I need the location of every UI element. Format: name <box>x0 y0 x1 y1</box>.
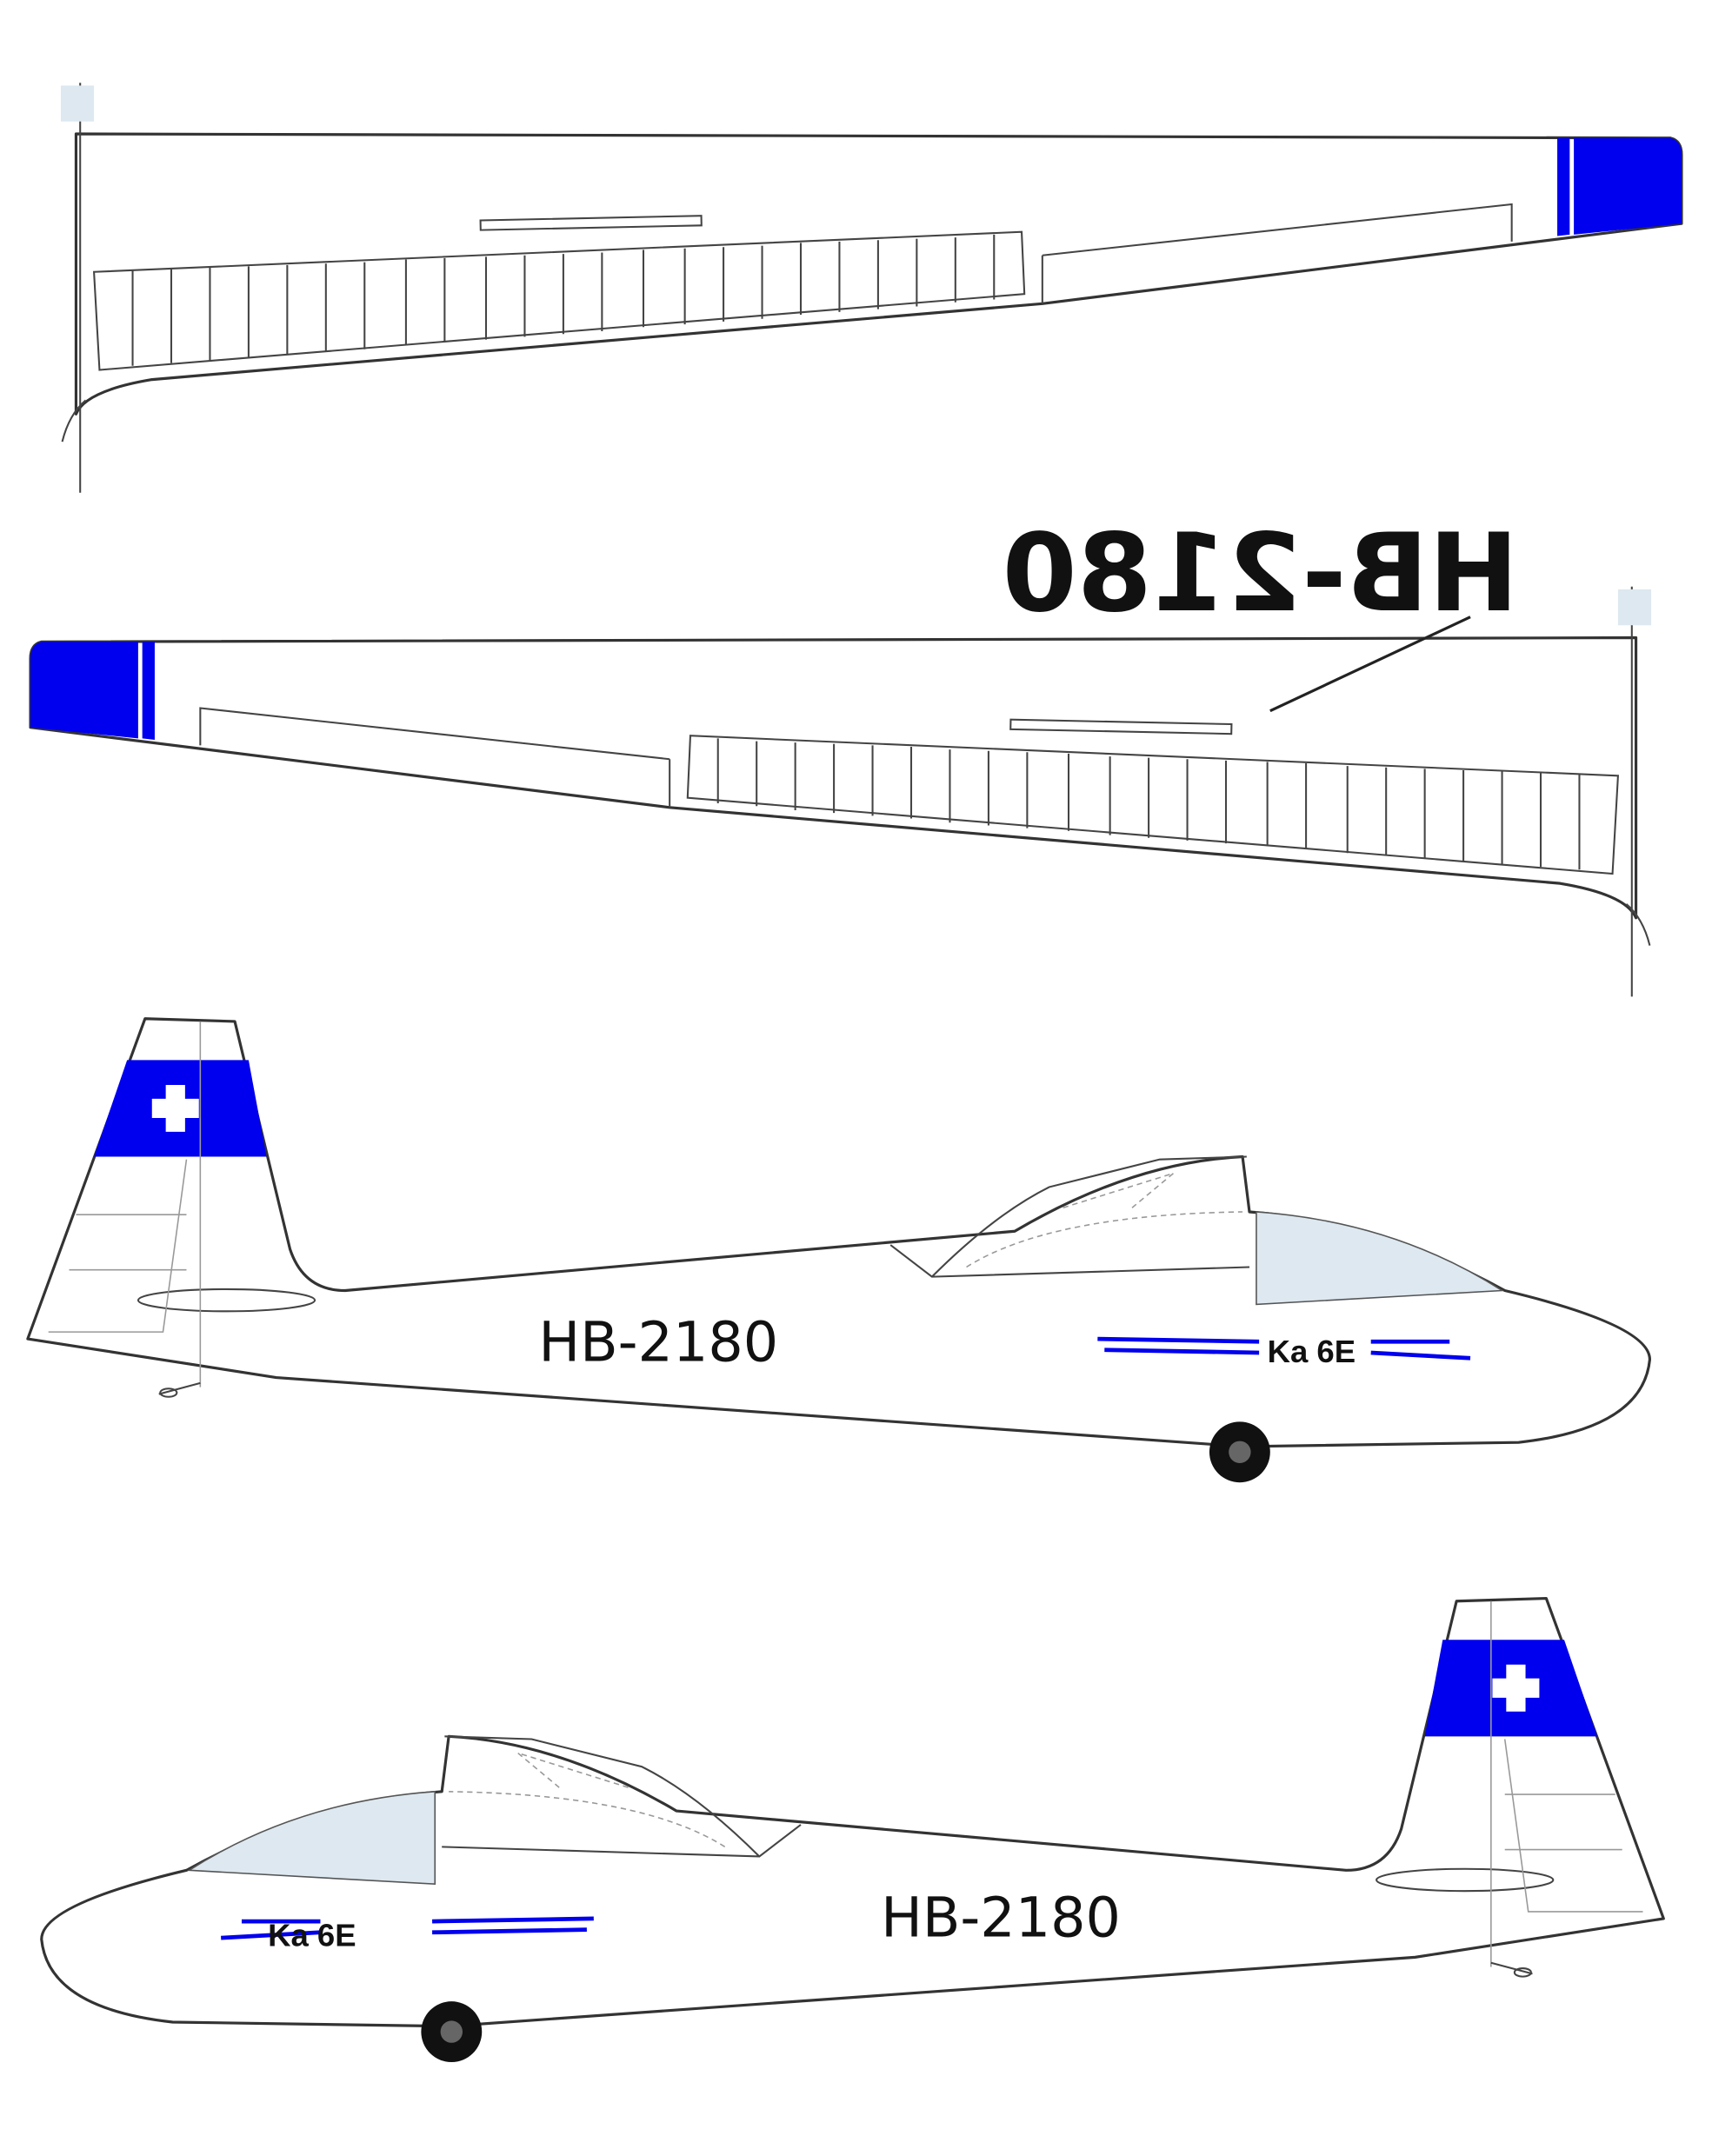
registration-leader-line <box>1269 616 1471 713</box>
glider-side-view-left <box>42 1599 1664 2062</box>
glider-side-view-right <box>28 1019 1650 1482</box>
type-label-left: Ka 6E <box>268 1918 356 1953</box>
type-label-right: Ka 6E <box>1268 1334 1356 1369</box>
fuselage-registration-right: HB-2180 <box>538 1309 778 1374</box>
wing-top-view <box>59 81 1683 495</box>
wing-bottom-view <box>29 585 1653 998</box>
wing-registration-mirrored: HB-2180 <box>1003 511 1519 636</box>
fuselage-registration-left: HB-2180 <box>881 1886 1121 1950</box>
